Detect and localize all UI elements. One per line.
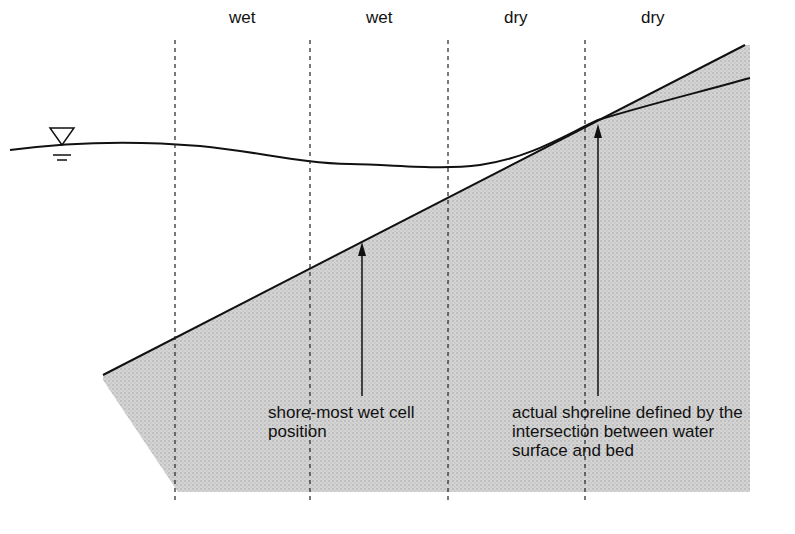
cell-state: wet — [229, 8, 255, 27]
pointer-arrows — [358, 124, 602, 396]
water-surface — [10, 78, 750, 167]
water-level-symbol — [50, 128, 74, 160]
cell-state: dry — [504, 8, 528, 27]
bed-line — [103, 45, 745, 375]
cell-state: wet — [366, 8, 392, 27]
callout-note: actual shoreline defined by the intersec… — [512, 403, 752, 460]
cell-state: dry — [641, 8, 665, 27]
callout-note: shore-most wet cell position — [268, 403, 453, 441]
